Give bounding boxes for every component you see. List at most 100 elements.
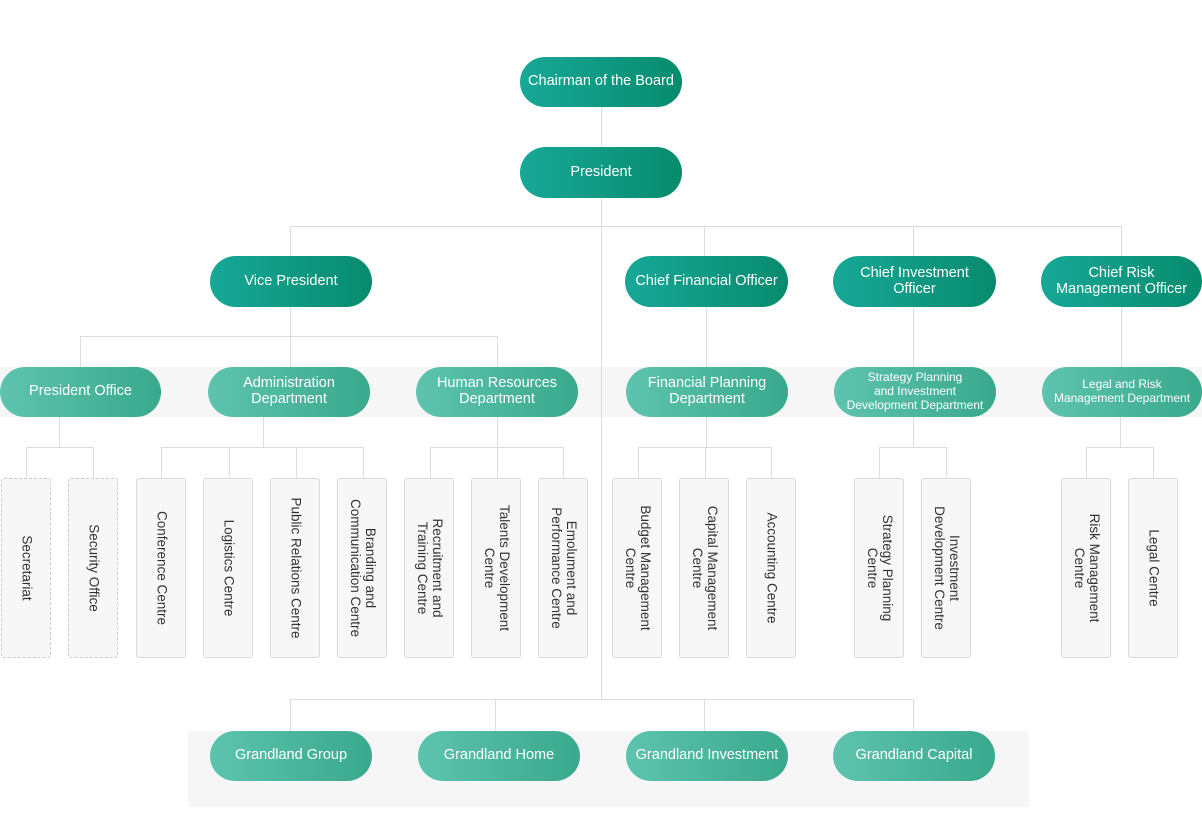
centre-label: Public Relations Centre: [288, 497, 304, 639]
department-label: Human Resources Department: [436, 375, 558, 407]
centre-card-budget[interactable]: Budget Management Centre: [612, 478, 662, 658]
centre-label: Risk Management Centre: [1072, 513, 1102, 623]
connector-line: [913, 226, 914, 256]
centre-card-security-office[interactable]: Security Office: [68, 478, 118, 658]
department-label: Legal and Risk Management Department: [1053, 377, 1191, 405]
centre-card-recruitment[interactable]: Recruitment and Training Centre: [404, 478, 454, 658]
department-label: Financial Planning Department: [647, 375, 767, 407]
connector-line: [80, 336, 81, 367]
subsidiary-grandland-home[interactable]: Grandland Home: [418, 731, 580, 781]
connector-line: [59, 417, 60, 447]
legal-risk-department-node[interactable]: Legal and Risk Management Department: [1042, 367, 1202, 417]
centre-card-capital-management[interactable]: Capital Management Centre: [679, 478, 729, 658]
connector-line: [913, 307, 914, 367]
president-office-node[interactable]: President Office: [0, 367, 161, 417]
centre-label: Budget Management Centre: [623, 505, 653, 631]
connector-line: [363, 447, 364, 478]
subsidiary-grandland-investment[interactable]: Grandland Investment: [626, 731, 788, 781]
connector-line: [704, 699, 705, 731]
cro-node[interactable]: Chief Risk Management Officer: [1041, 256, 1202, 307]
chairman-label: Chairman of the Board: [528, 73, 674, 90]
department-label: President Office: [29, 383, 132, 400]
connector-line: [290, 226, 1121, 227]
connector-line: [495, 699, 496, 731]
connector-line: [263, 417, 264, 447]
centre-card-investment-development[interactable]: Investment Development Centre: [921, 478, 971, 658]
connector-line: [290, 699, 914, 700]
centre-card-conference[interactable]: Conference Centre: [136, 478, 186, 658]
centre-label: Logistics Centre: [221, 519, 237, 617]
executive-label: Vice President: [244, 272, 338, 289]
connector-line: [638, 447, 639, 478]
subsidiary-grandland-group[interactable]: Grandland Group: [210, 731, 372, 781]
centre-label: Security Office: [86, 524, 102, 612]
connector-line: [497, 336, 498, 367]
administration-department-node[interactable]: Administration Department: [208, 367, 370, 417]
department-label: Strategy Planning and Investment Develop…: [846, 370, 984, 412]
connector-line: [1153, 447, 1154, 478]
connector-line: [913, 417, 914, 447]
subsidiary-grandland-capital[interactable]: Grandland Capital: [833, 731, 995, 781]
financial-planning-department-node[interactable]: Financial Planning Department: [626, 367, 788, 417]
centre-card-accounting[interactable]: Accounting Centre: [746, 478, 796, 658]
connector-line: [497, 447, 498, 478]
connector-line: [771, 447, 772, 478]
subsidiary-label: Grandland Investment: [635, 747, 779, 764]
connector-line: [296, 447, 297, 478]
subsidiary-label: Grandland Home: [443, 747, 555, 764]
human-resources-department-node[interactable]: Human Resources Department: [416, 367, 578, 417]
connector-line: [290, 699, 291, 731]
connector-line: [706, 417, 707, 447]
connector-line: [879, 447, 880, 478]
connector-line: [93, 447, 94, 478]
connector-line: [704, 226, 705, 256]
centre-label: Recruitment and Training Centre: [415, 518, 445, 618]
connector-line: [430, 447, 431, 478]
centre-card-public-relations[interactable]: Public Relations Centre: [270, 478, 320, 658]
connector-line: [946, 447, 947, 478]
cfo-node[interactable]: Chief Financial Officer: [625, 256, 788, 307]
connector-line: [1121, 226, 1122, 256]
connector-line: [26, 447, 27, 478]
connector-line: [161, 447, 364, 448]
centre-label: Branding and Communication Centre: [348, 498, 378, 638]
connector-line: [601, 198, 602, 699]
centre-label: Conference Centre: [154, 510, 170, 626]
centre-card-strategy-planning[interactable]: Strategy Planning Centre: [854, 478, 904, 658]
connector-line: [563, 447, 564, 478]
subsidiary-label: Grandland Capital: [855, 747, 973, 764]
centre-card-emolument[interactable]: Emolument and Performance Centre: [538, 478, 588, 658]
centre-label: Secretariat: [19, 535, 35, 601]
centre-label: Investment Development Centre: [932, 506, 962, 630]
connector-line: [290, 307, 291, 367]
connector-line: [229, 447, 230, 478]
connector-line: [913, 699, 914, 731]
centre-card-secretariat[interactable]: Secretariat: [1, 478, 51, 658]
centre-card-logistics[interactable]: Logistics Centre: [203, 478, 253, 658]
connector-line: [1086, 447, 1087, 478]
strategy-planning-department-node[interactable]: Strategy Planning and Investment Develop…: [834, 367, 996, 417]
centre-card-legal[interactable]: Legal Centre: [1128, 478, 1178, 658]
cio-node[interactable]: Chief Investment Officer: [833, 256, 996, 307]
connector-line: [1120, 417, 1121, 447]
department-label: Administration Department: [243, 375, 335, 407]
connector-line: [879, 447, 947, 448]
president-node[interactable]: President: [520, 147, 682, 198]
centre-card-branding[interactable]: Branding and Communication Centre: [337, 478, 387, 658]
president-label: President: [570, 163, 632, 180]
chairman-node[interactable]: Chairman of the Board: [520, 57, 682, 107]
executive-label: Chief Investment Officer: [860, 264, 969, 297]
connector-line: [706, 307, 707, 367]
centre-label: Emolument and Performance Centre: [549, 507, 579, 629]
connector-line: [497, 417, 498, 447]
connector-line: [601, 107, 602, 147]
connector-line: [290, 226, 291, 256]
centre-card-risk-management[interactable]: Risk Management Centre: [1061, 478, 1111, 658]
centre-label: Strategy Planning Centre: [865, 514, 895, 622]
centre-label: Legal Centre: [1146, 529, 1162, 607]
connector-line: [26, 447, 94, 448]
executive-label: Chief Financial Officer: [635, 272, 778, 289]
vice-president-node[interactable]: Vice President: [210, 256, 372, 307]
centre-card-talents[interactable]: Talents Development Centre: [471, 478, 521, 658]
